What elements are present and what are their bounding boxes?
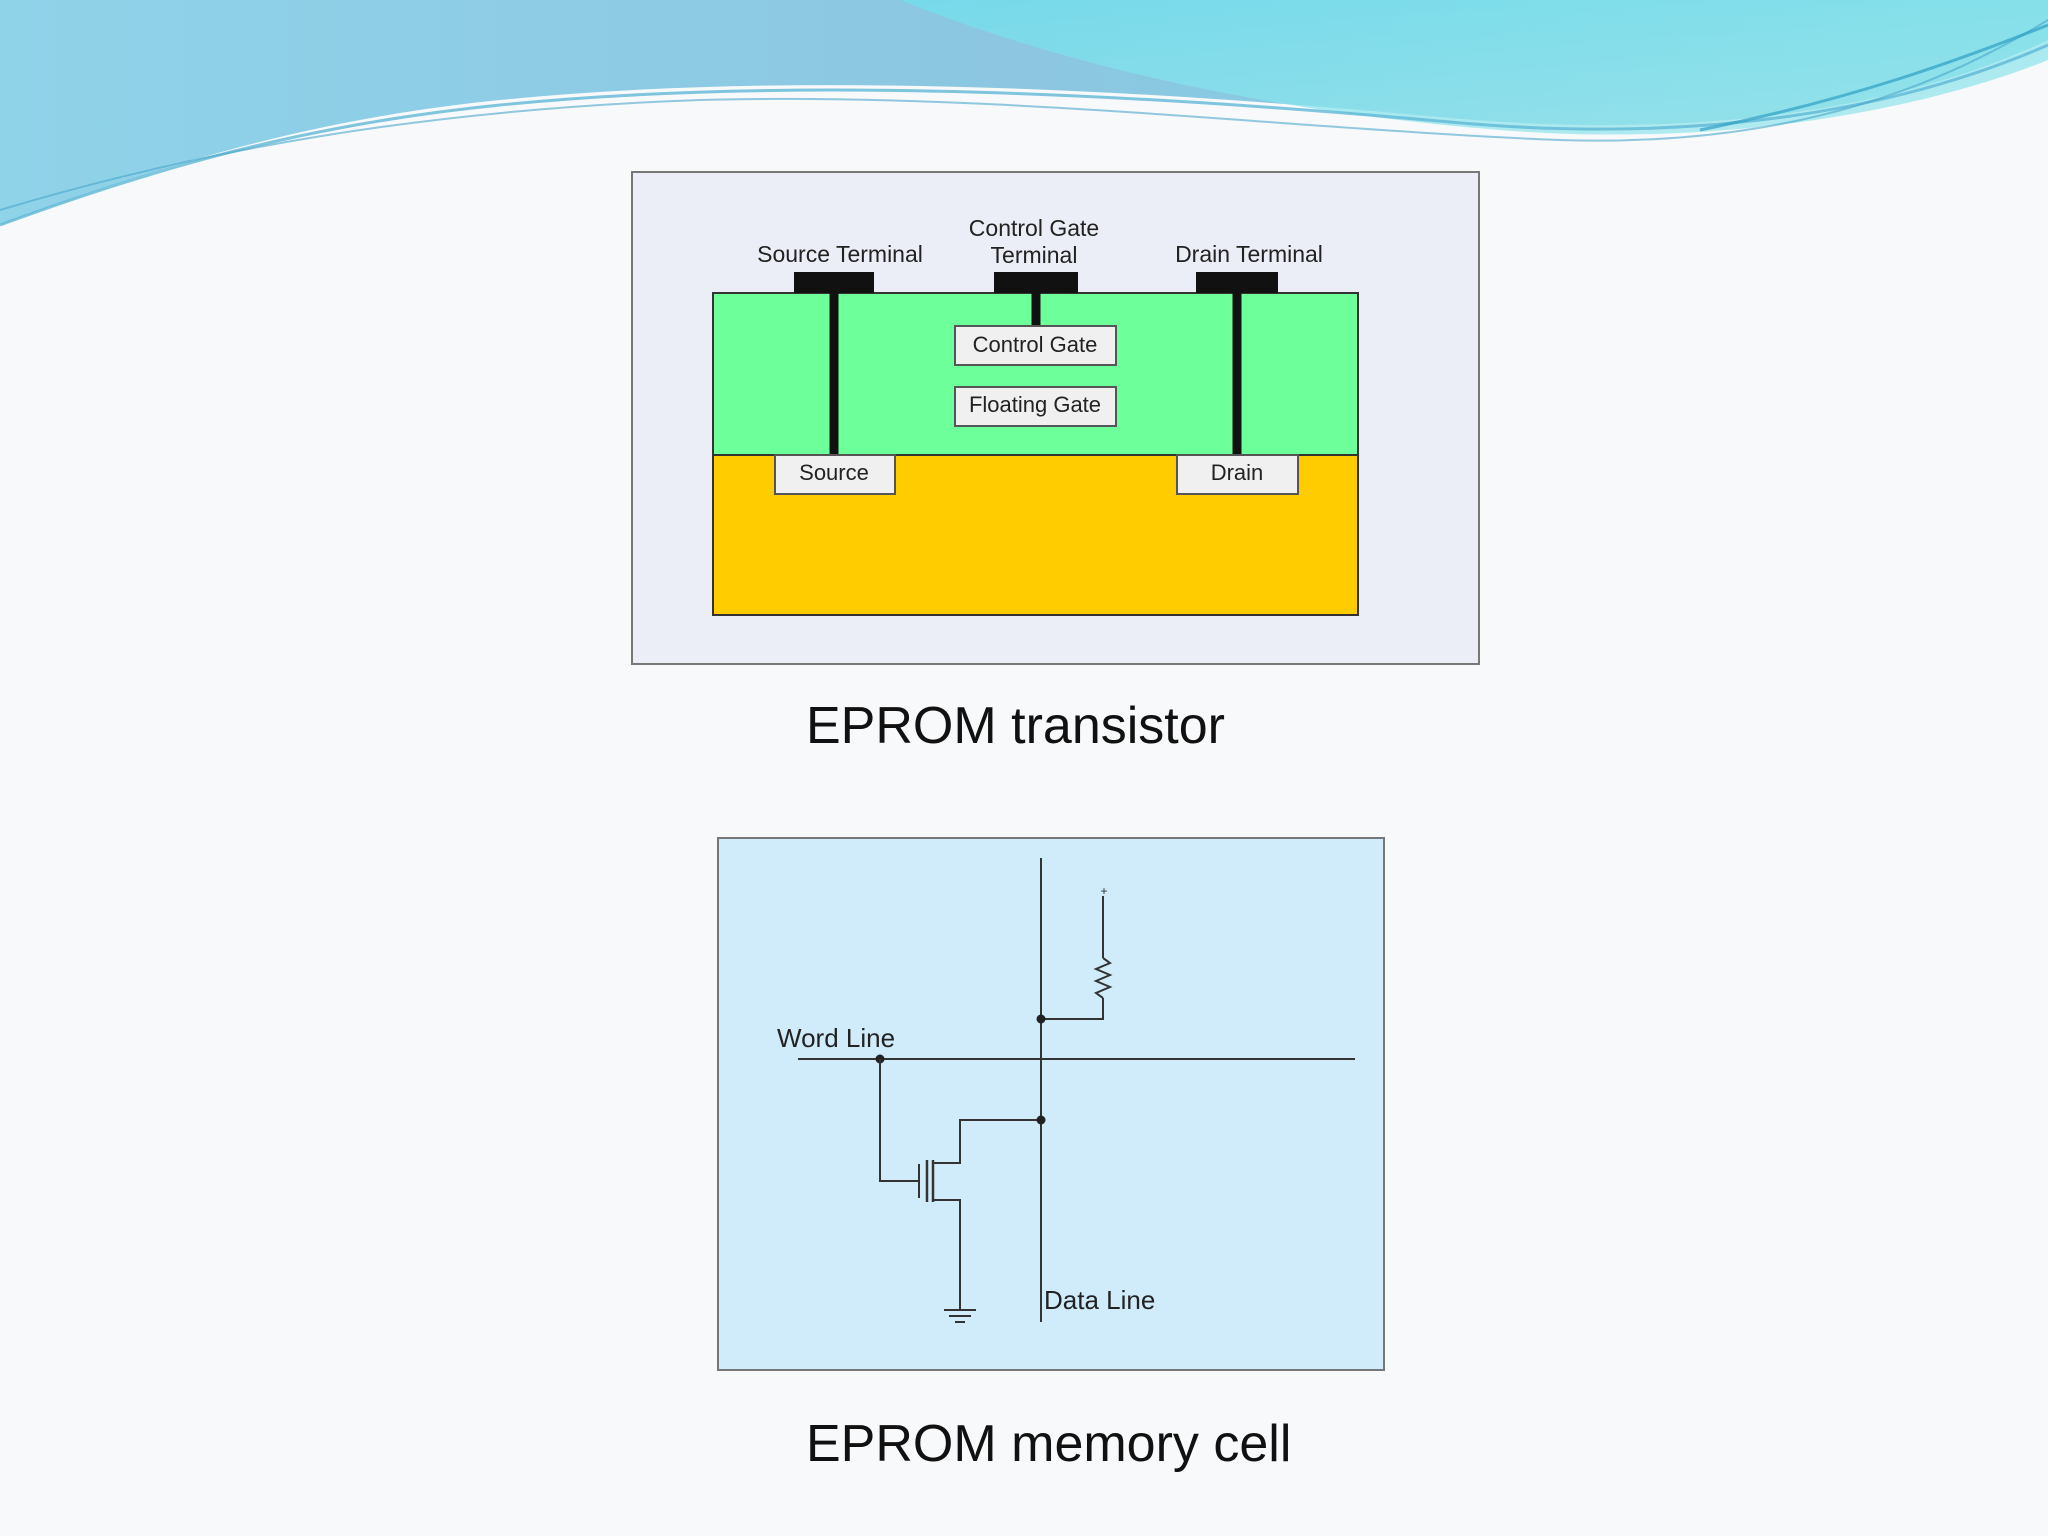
header-wave-decoration <box>0 0 2048 227</box>
source-region-box <box>774 454 896 495</box>
resistor-junction-dot <box>1036 1014 1046 1024</box>
control-gate-terminal-label-line1: Control Gate <box>969 215 1099 241</box>
memory-cell-caption: EPROM memory cell <box>806 1415 1292 1473</box>
drain-terminal-label: Drain Terminal <box>1175 241 1323 267</box>
eprom-transistor-diagram: Source Terminal Control Gate Terminal Dr… <box>631 171 1480 665</box>
source-terminal-pad <box>794 272 874 293</box>
control-gate-label: Control Gate <box>973 332 1098 357</box>
word-line-label: Word Line <box>777 1023 895 1053</box>
supply-plus-symbol: + <box>1100 884 1107 898</box>
transistor-caption: EPROM transistor <box>806 697 1225 755</box>
control-gate-box <box>954 325 1117 366</box>
floating-gate-box <box>954 386 1117 427</box>
ground-icon <box>944 1309 976 1323</box>
gate-wire <box>879 1059 919 1182</box>
source-region-label: Source <box>799 460 869 485</box>
eprom-memory-cell-diagram: Word Line Data Line + <box>717 837 1385 1371</box>
pull-up-resistor-icon <box>1093 957 1113 999</box>
control-gate-terminal-pad <box>994 272 1078 293</box>
drain-terminal-pad <box>1196 272 1278 293</box>
drain-junction-dot <box>1036 1115 1046 1125</box>
floating-gate-label: Floating Gate <box>969 392 1101 417</box>
memory-cell-panel <box>717 837 1385 1371</box>
drain-region-box <box>1176 454 1299 495</box>
data-line-label: Data Line <box>1044 1285 1155 1315</box>
resistor-to-data-line-wire <box>1041 998 1104 1020</box>
source-terminal-label: Source Terminal <box>757 241 923 267</box>
control-gate-terminal-label-line2: Terminal <box>991 242 1078 268</box>
drain-region-label: Drain <box>1211 460 1264 485</box>
mosfet-transistor-icon <box>918 1119 1041 1310</box>
